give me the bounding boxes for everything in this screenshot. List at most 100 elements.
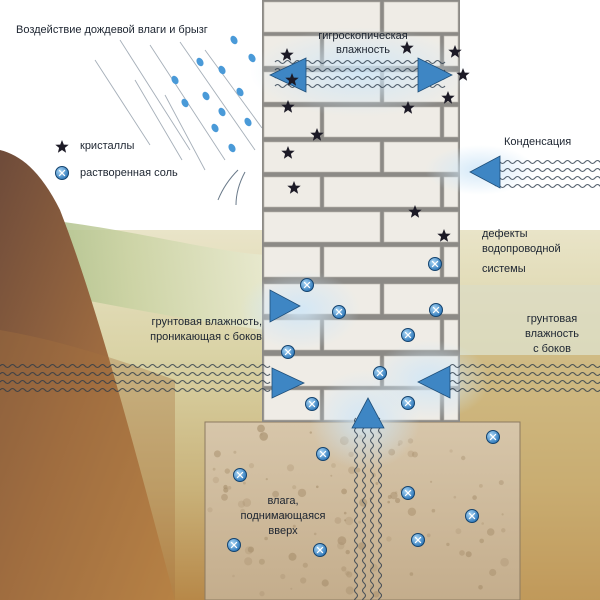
salt-circle-icon <box>313 543 327 557</box>
foundation-spot <box>446 542 450 547</box>
rain-drop <box>218 65 226 75</box>
salt-circle-icon <box>411 533 425 547</box>
foundation-spot <box>337 542 345 550</box>
rising-label-line1: влага, <box>267 495 299 507</box>
ground-right-wave <box>449 363 600 369</box>
foundation-spot <box>337 536 347 546</box>
left-soil-shadow <box>0 330 175 600</box>
moisture-arrows <box>269 57 501 429</box>
foundation-spot <box>281 512 287 519</box>
defects-label-line3: системы <box>482 263 526 275</box>
foundation-spot <box>426 533 431 538</box>
ground-right-label-line2: влажность <box>525 328 579 340</box>
salt-cross <box>431 260 439 268</box>
star-icon <box>55 140 69 153</box>
foundation-spot <box>344 570 350 576</box>
rain-label: Воздействие дождевой влаги и брызг <box>16 24 208 36</box>
foundation-spot <box>394 491 398 494</box>
foundation-spot <box>459 550 465 556</box>
foundation-spot <box>227 486 232 490</box>
hygroscopic-label-line2: влажность <box>336 44 390 56</box>
foundation-spot <box>257 424 265 433</box>
foundation-spot <box>212 476 220 484</box>
foundation-spot <box>346 571 353 578</box>
foundation-spot <box>330 474 333 477</box>
rain-streak <box>204 49 263 129</box>
foundation-spot <box>501 513 504 516</box>
crystal-star <box>310 128 324 141</box>
rising-wave <box>353 417 359 600</box>
legend-crystals-label: кристаллы <box>80 140 135 152</box>
salt-cross <box>58 169 66 177</box>
rain-drop <box>171 75 179 85</box>
foundation-spot <box>258 558 265 565</box>
foundation-spot <box>313 532 317 536</box>
defects-label-line1: дефекты <box>482 228 528 240</box>
foundation-spot <box>479 538 485 544</box>
salt-circle-icon <box>429 303 443 317</box>
foundation-spot <box>345 549 350 555</box>
rain-streak <box>119 39 191 151</box>
foundation-spot <box>369 585 373 588</box>
foundation-spot <box>386 536 392 542</box>
salt-circle-icon <box>428 257 442 271</box>
foundation-spot <box>334 517 342 524</box>
rain-drop <box>211 123 219 133</box>
salt-circle-icon <box>281 345 295 359</box>
salt-circle-icon <box>233 468 247 482</box>
rising-wave <box>377 417 383 600</box>
foundation-spot <box>321 579 329 587</box>
foundation-spot <box>489 568 497 577</box>
foundation-spot <box>407 507 417 516</box>
foundation-spot <box>430 480 433 483</box>
foundation-spot <box>300 577 307 584</box>
foundation-spot <box>302 562 308 568</box>
foundation-spot <box>232 574 235 578</box>
foundation-spot <box>455 528 462 535</box>
foundation-spot <box>292 524 296 528</box>
foundation-spot <box>461 455 466 461</box>
rain-streaks <box>94 35 263 206</box>
foundation-spot <box>265 478 268 481</box>
foundation-spot <box>431 508 436 513</box>
ground-left-label-line2: проникающая с боков <box>150 331 262 343</box>
splash-line <box>217 169 239 201</box>
brick <box>383 283 459 315</box>
foundation-spot <box>358 520 361 524</box>
foundation-spot <box>286 464 295 472</box>
foundation-spot <box>309 431 312 434</box>
foundation-spot <box>375 482 379 485</box>
foundation-spot <box>316 485 319 489</box>
ground-left-arrow-upper <box>269 289 301 323</box>
foundation-spot <box>248 463 255 469</box>
foundation-spot <box>224 468 230 474</box>
foundation-spot <box>259 432 269 441</box>
foundation-spot <box>369 563 378 572</box>
salt-cross <box>432 306 440 314</box>
foundation-spot <box>280 573 286 580</box>
ground-right-label-line1: грунтовая <box>526 313 578 325</box>
foundation-spot <box>449 449 453 453</box>
foundation-spot <box>343 511 347 515</box>
foundation-spot <box>472 495 477 500</box>
brick <box>323 246 441 278</box>
ground-right-arrow <box>417 365 451 399</box>
rain-streak <box>179 41 256 151</box>
rain-drop <box>202 91 210 101</box>
brick <box>443 106 459 138</box>
rain-streak <box>164 94 206 171</box>
condensation-wave <box>494 183 600 189</box>
brick <box>323 176 441 208</box>
foundation-spot <box>240 508 246 514</box>
foundation-spot <box>244 557 253 566</box>
salt-circle-icon <box>486 430 500 444</box>
foundation-spot <box>501 528 506 533</box>
rain-streak <box>94 59 151 146</box>
salt-circle-icon <box>332 305 346 319</box>
salt-circle-icon <box>401 328 415 342</box>
brick <box>263 211 381 243</box>
crystal-star <box>437 229 451 242</box>
salt-cross <box>414 536 422 544</box>
ground-right-wave <box>449 371 600 377</box>
crystals-layer <box>280 41 470 242</box>
